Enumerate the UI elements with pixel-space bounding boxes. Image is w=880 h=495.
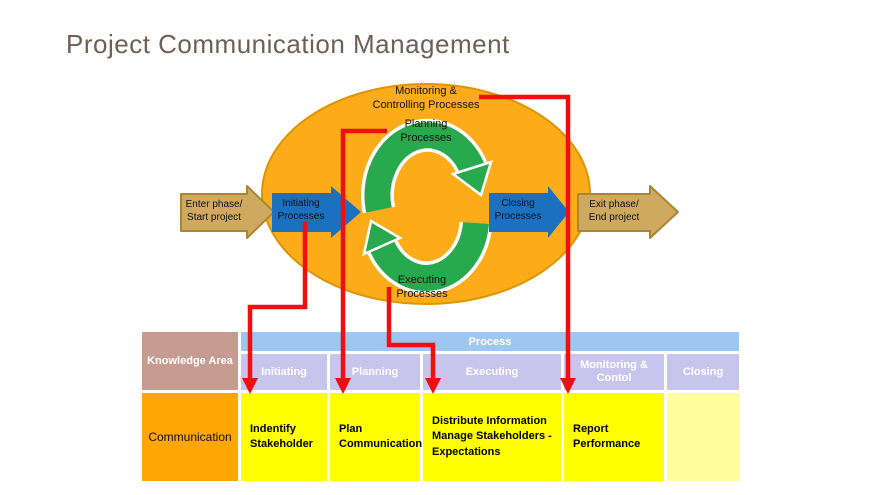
monitoring-controlling-label: Monitoring & Controlling Processes [372,85,480,111]
cell-identify-stakeholder: Indentify Stakeholder [241,393,327,481]
column-header-executing: Executing [423,354,561,390]
process-header-cell: Process [241,332,739,351]
initiating-processes-label: Initiating Processes [277,198,325,222]
column-header-planning: Planning [330,354,420,390]
page-title: Project Communication Management [66,29,510,59]
knowledge-area-header-cell: Knowledge Area [142,332,238,390]
exit-phase-arrow [577,185,679,239]
cell-distribute-information: Distribute Information Manage Stakeholde… [423,393,561,481]
column-header-monitoring-contol: Monitoring & Contol [564,354,664,390]
executing-processes-label: Executing Processes [396,274,448,300]
column-header-initiating: Initiating [241,354,327,390]
executing-cycle-arrow [370,221,489,291]
cell-plan-communication: Plan Communication [330,393,422,481]
exit-phase-label: Exit phase/ End project [588,199,640,223]
enter-phase-label: Enter phase/ Start project [185,199,243,223]
cell-closing-empty [667,393,739,481]
column-header-closing: Closing [667,354,739,390]
knowledge-area-process-table: Knowledge Area Process Initiating Planni… [142,332,739,481]
planning-processes-label: Planning Processes [400,118,452,144]
cell-report-performance: Report Performance [564,393,664,481]
closing-processes-label: Closing Processes [494,198,542,222]
row-communication-cell: Communication [142,393,238,481]
